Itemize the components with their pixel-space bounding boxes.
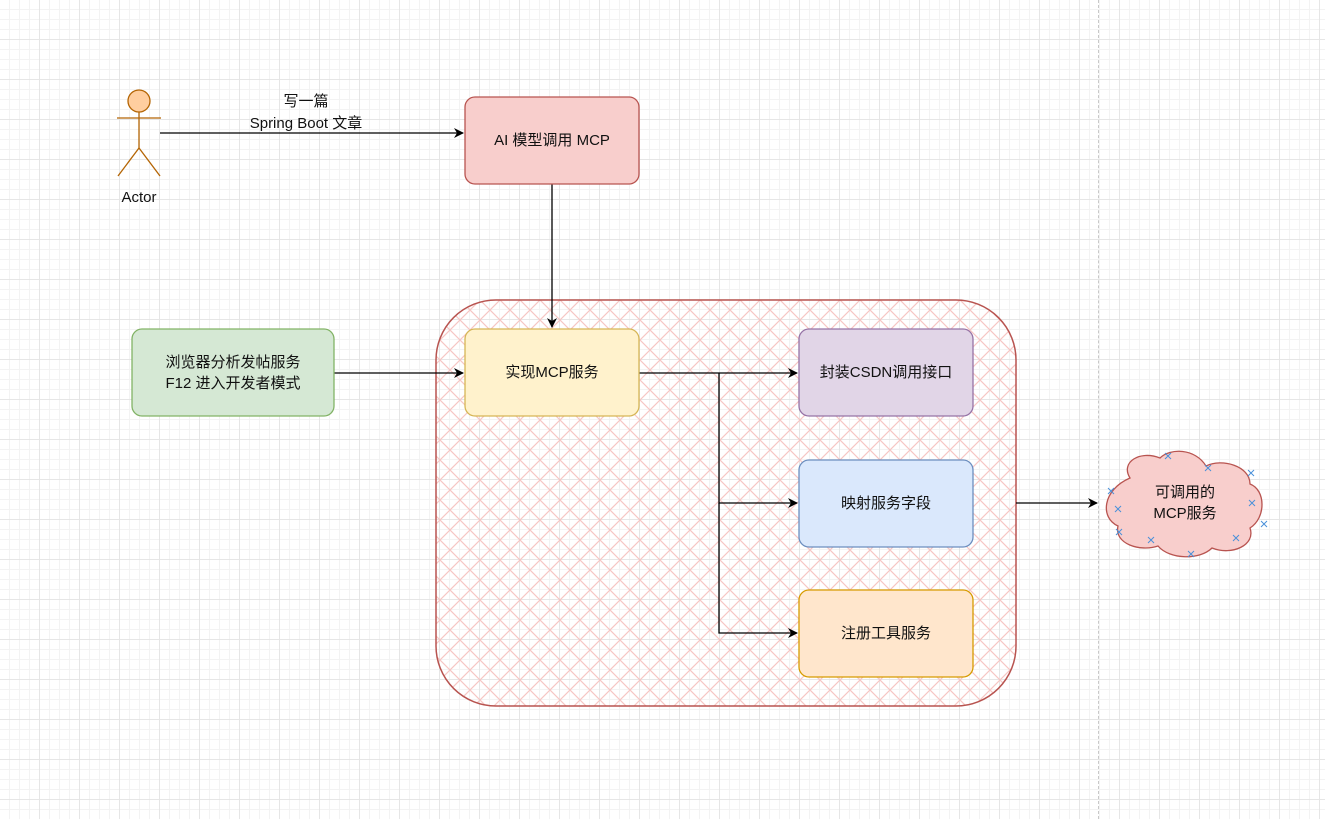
node-browser-line2: F12 进入开发者模式 bbox=[165, 374, 301, 392]
page-boundary-line bbox=[1098, 0, 1099, 819]
node-ai-model-label: AI 模型调用 MCP bbox=[494, 132, 610, 149]
node-implement-mcp-box[interactable] bbox=[464, 328, 640, 417]
cloud-connection-points bbox=[1107, 452, 1268, 558]
node-ai-model-box[interactable] bbox=[464, 96, 640, 185]
node-register-tools-label: 注册工具服务 bbox=[840, 625, 931, 642]
node-browser-line1: 浏览器分析发帖服务 bbox=[165, 353, 301, 371]
edge-implement-to-register[interactable] bbox=[718, 503, 798, 638]
node-wrap-csdn-label: 封装CSDN调用接口 bbox=[819, 364, 953, 381]
node-map-fields-box[interactable] bbox=[798, 459, 974, 548]
node-register-tools-box[interactable] bbox=[798, 589, 974, 678]
node-map-fields-label: 映射服务字段 bbox=[840, 495, 931, 512]
edge-actor-label-line1: 写一篇 bbox=[283, 93, 329, 110]
node-wrap-csdn-box[interactable] bbox=[798, 328, 974, 417]
node-browser-label: 浏览器分析发帖服务 F12 进入开发者模式 bbox=[132, 329, 334, 416]
actor-figure[interactable] bbox=[117, 89, 161, 177]
node-browser-box[interactable] bbox=[131, 328, 335, 417]
edge-actor-label-line2: Spring Boot 文章 bbox=[249, 115, 363, 132]
actor-label: Actor bbox=[121, 189, 157, 206]
node-callable-service-label: 可调用的 MCP服务 bbox=[1120, 470, 1250, 536]
node-callable-service-line2: MCP服务 bbox=[1153, 505, 1217, 522]
node-callable-service-cloud[interactable] bbox=[1105, 450, 1263, 558]
node-implement-mcp-label: 实现MCP服务 bbox=[505, 364, 599, 381]
node-callable-service-line1: 可调用的 bbox=[1154, 484, 1215, 501]
